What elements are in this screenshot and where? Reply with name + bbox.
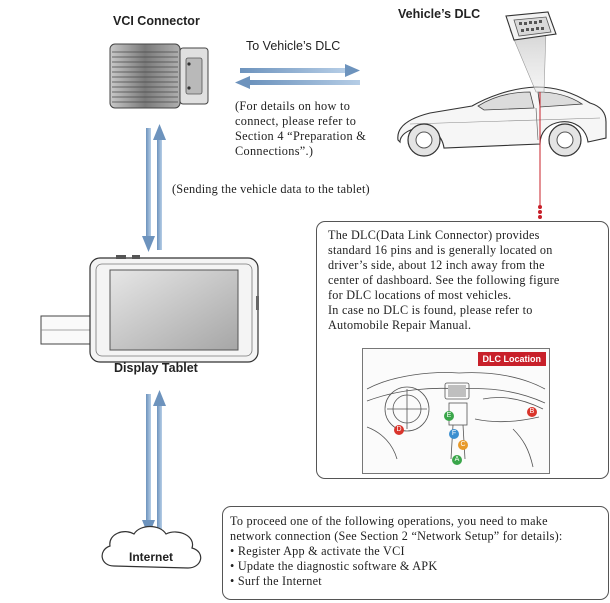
network-info-text: To proceed one of the following operatio… — [230, 514, 563, 589]
vci-tablet-arrows — [142, 124, 166, 252]
dlc-info-line: driver’s side, about 12 inch away from t… — [328, 258, 545, 272]
dlc-location-figure: DLC Location D E F C A B — [362, 348, 550, 474]
display-tablet-label: Display Tablet — [114, 361, 198, 375]
sending-note: (Sending the vehicle data to the tablet) — [172, 182, 370, 196]
connect-note: (For details on how to connect, please r… — [235, 99, 367, 158]
dlc-connector-image — [505, 11, 557, 41]
dlc-info-line: The DLC(Data Link Connector) provides — [328, 228, 540, 242]
dlc-info-line: In case no DLC is found, please refer to — [328, 303, 533, 317]
dlc-location-badge: DLC Location — [477, 352, 546, 366]
network-intro-line: network connection (See Section 2 “Netwo… — [230, 529, 563, 543]
network-operation-item: Surf the Internet — [230, 574, 563, 589]
connect-arrows — [235, 64, 360, 89]
dlc-marker-b: B — [527, 407, 537, 417]
internet-label: Internet — [129, 550, 174, 564]
dlc-info-line: center of dashboard. See the following f… — [328, 273, 560, 287]
network-info-box: To proceed one of the following operatio… — [222, 506, 609, 600]
dlc-marker-c: C — [458, 440, 468, 450]
dlc-marker-e: E — [444, 411, 454, 421]
network-operation-item: Register App & activate the VCI — [230, 544, 563, 559]
vehicle-dlc-label: Vehicle’s DLC — [398, 7, 481, 21]
network-intro-line: To proceed one of the following operatio… — [230, 514, 548, 528]
dlc-info-line: for DLC locations of most vehicles. — [328, 288, 512, 302]
dlc-info-box: The DLC(Data Link Connector) provides st… — [316, 221, 609, 479]
network-operation-item: Update the diagnostic software & APK — [230, 559, 563, 574]
dlc-info-text: The DLC(Data Link Connector) provides st… — [328, 228, 560, 333]
display-tablet-image — [40, 255, 259, 363]
dlc-marker-d: D — [394, 425, 404, 435]
network-operations-list: Register App & activate the VCI Update t… — [230, 544, 563, 589]
dlc-marker-a: A — [452, 455, 462, 465]
internet-cloud — [101, 525, 202, 569]
dlc-info-line: Automobile Repair Manual. — [328, 318, 472, 332]
vci-connector-label: VCI Connector — [113, 14, 200, 28]
dlc-marker-f: F — [449, 429, 459, 439]
dlc-pointer-end — [538, 205, 542, 219]
tablet-internet-arrows — [142, 390, 166, 536]
car-image — [397, 86, 607, 157]
to-vehicle-dlc-label: To Vehicle’s DLC — [246, 39, 341, 53]
vci-connector-image — [109, 43, 209, 109]
dlc-info-line: standard 16 pins and is generally locate… — [328, 243, 553, 257]
